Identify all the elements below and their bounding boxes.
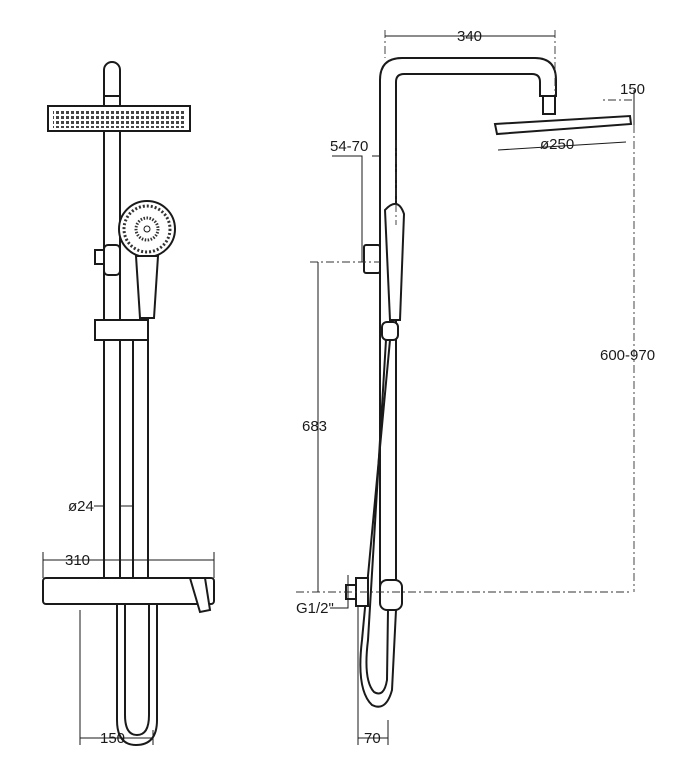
hose-loop-side [359,339,397,708]
holder-side [363,244,381,274]
dim-mixer-depth: 70 [364,730,381,747]
rain-head-nozzles [53,110,185,128]
pipe-collar [103,95,121,107]
hose-bracket [94,319,149,341]
dim-wall-offset: 54-70 [330,138,368,155]
mixer-body-side [379,579,403,611]
holder-knob [94,249,105,265]
hose-upper [132,340,149,600]
thermostatic-mixer-front [42,577,215,605]
mixer-spout [188,577,212,614]
hand-shower-side [383,203,406,321]
dim-connection-thread: G1/2" [296,600,334,617]
dim-connection-spacing: 150 [100,730,125,747]
dim-pipe-diameter: ø24 [68,498,94,515]
hand-shower-front [118,200,176,319]
dim-head-diameter: ø250 [540,136,574,153]
dim-outlet-height: 683 [302,418,327,435]
head-joint [542,95,556,115]
holder-slider [103,244,121,276]
dim-mixer-width: 310 [65,552,90,569]
riser-arm-side [379,57,557,590]
hose-loop-front [116,604,158,747]
front-view: 310 150 ø24 [42,61,215,747]
dim-height-range: 600-970 [600,347,655,364]
rain-head-side [493,114,633,136]
hose-bracket-side [381,321,399,341]
side-view: 340 150 ø250 600-970 683 54-70 G1/2" 70 [296,28,655,747]
dim-arm-length: 340 [457,28,482,45]
dim-head-drop: 150 [620,81,645,98]
